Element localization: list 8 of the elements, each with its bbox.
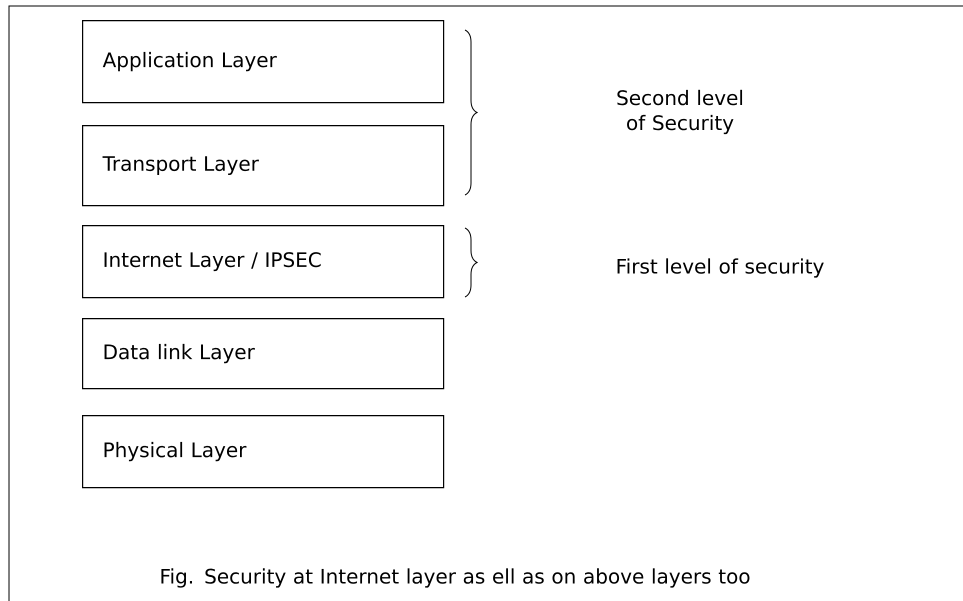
bracket-label: Second level of Security xyxy=(617,90,742,134)
bracket-label: First level of security xyxy=(618,258,824,278)
layer-box: Internet Layer / IPSEC xyxy=(82,225,444,298)
layer-box: Physical Layer xyxy=(82,414,444,488)
layer-box: Data link Layer xyxy=(82,318,444,390)
caption: Fig. Security at Internet layer as ell as on above layers too xyxy=(161,568,750,588)
layer-box: Transport Layer xyxy=(82,125,444,206)
layer-box: Application Layer xyxy=(82,20,444,104)
